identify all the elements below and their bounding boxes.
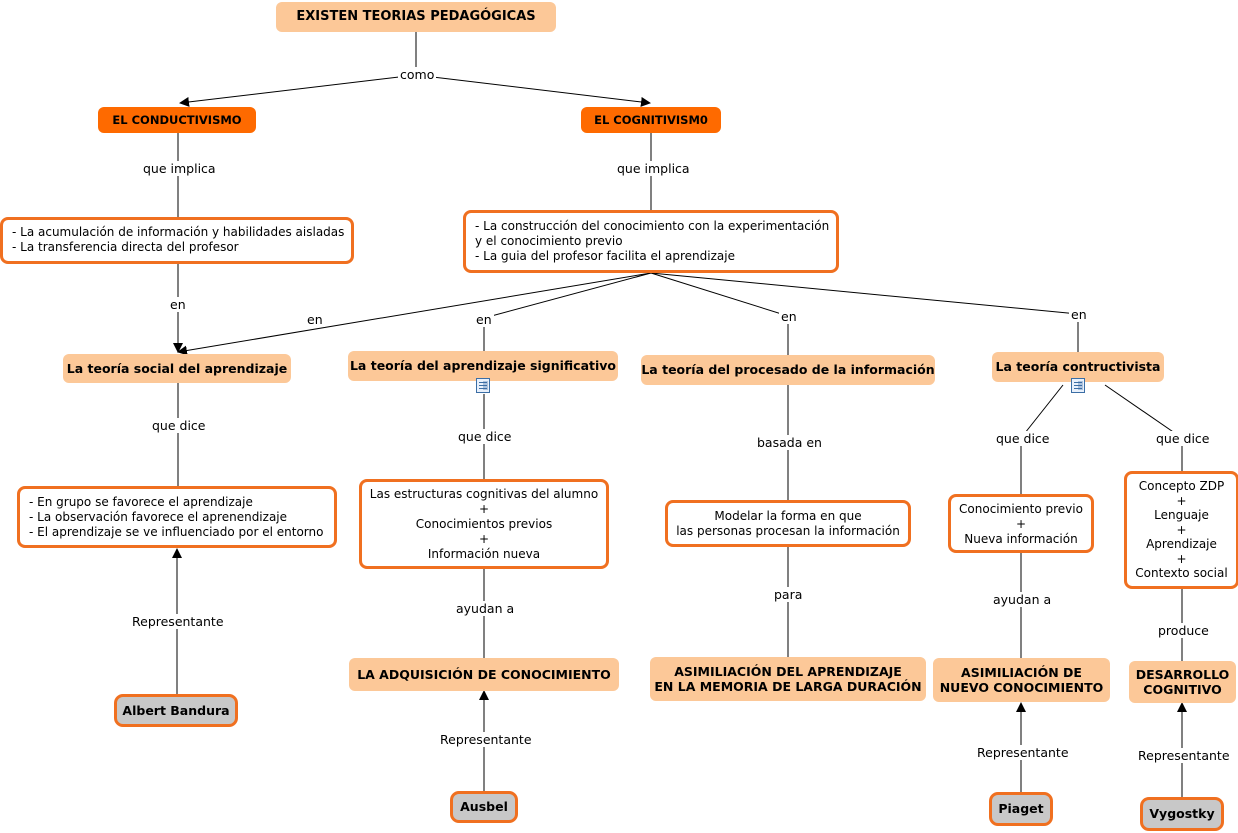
link-label-que-dice-1: que dice [150, 418, 208, 433]
desarrollo-cognitivo-node[interactable]: DESARROLLO COGNITIVO [1129, 661, 1236, 703]
asimilacion-nuevo-line-1: ASIMILIACIÓN DE [961, 665, 1082, 680]
root-concept[interactable]: EXISTEN TEORIAS PEDAGÓGICAS [276, 2, 556, 32]
link-label-como: como [398, 67, 437, 82]
root-concept-label: EXISTEN TEORIAS PEDAGÓGICAS [296, 9, 536, 24]
link-label-en-1: en [168, 297, 188, 312]
constructivista-dice2-line-6: + [1176, 551, 1187, 566]
significativo-dice-line-4: + [478, 532, 490, 546]
asimilacion-memoria-line-1: ASIMILIACIÓN DEL APRENDIZAJE [674, 664, 902, 679]
teoria-significativo-node[interactable]: La teoría del aprendizaje significativo [348, 351, 618, 381]
teoria-social-label: La teoría social del aprendizaje [66, 361, 288, 376]
link-label-que-implica-2: que implica [615, 161, 692, 176]
link-label-representante-3: Representante [975, 745, 1071, 760]
constructivista-dice-box-2[interactable]: Concepto ZDP + Lenguaje + Aprendizaje + … [1124, 471, 1238, 589]
teoria-constructivista-label: La teoría contructivista [995, 359, 1161, 374]
cognitivismo-implica-box[interactable]: - La construcción del conocimiento con l… [463, 210, 839, 273]
constructivista-dice1-line-3: Nueva información [964, 532, 1078, 546]
conductivismo-implica-line-2: - La transferencia directa del profesor [12, 240, 239, 254]
person-vygostky[interactable]: Vygostky [1140, 797, 1224, 831]
constructivista-dice1-line-1: Conocimiento previo [959, 502, 1083, 516]
link-label-ayudan-a-2: ayudan a [991, 592, 1054, 607]
link-label-para: para [772, 587, 805, 602]
desarrollo-line-2: COGNITIVO [1143, 682, 1222, 697]
person-vygostky-label: Vygostky [1149, 806, 1215, 821]
asimilacion-nuevo-node[interactable]: ASIMILIACIÓN DE NUEVO CONOCIMIENTO [933, 658, 1110, 702]
link-label-que-implica-1: que implica [141, 161, 218, 176]
asimilacion-nuevo-line-2: NUEVO CONOCIMIENTO [939, 680, 1104, 695]
link-label-representante-1: Representante [130, 614, 226, 629]
link-label-que-dice-4: que dice [1154, 431, 1212, 446]
social-dice-line-2: - La observación favorece el aprenendiza… [29, 510, 288, 524]
social-dice-line-3: - El aprendizaje se ve influenciado por … [29, 525, 324, 539]
person-piaget[interactable]: Piaget [989, 792, 1053, 826]
constructivista-dice2-line-4: + [1176, 522, 1187, 537]
procesado-basada-line-1: Modelar la forma en que [714, 509, 862, 523]
teoria-constructivista-node[interactable]: La teoría contructivista [992, 352, 1164, 382]
constructivista-dice2-line-2: + [1176, 493, 1187, 508]
asimilacion-memoria-line-2: EN LA MEMORIA DE LARGA DURACIÓN [654, 679, 922, 694]
procesado-basada-line-2: las personas procesan la información [676, 524, 900, 538]
link-label-representante-2: Representante [438, 732, 534, 747]
significativo-dice-line-2: + [478, 502, 490, 516]
link-label-basada-en: basada en [755, 435, 824, 450]
significativo-dice-line-3: Conocimientos previos [415, 517, 553, 531]
person-ausbel[interactable]: Ausbel [450, 791, 518, 823]
social-dice-box[interactable]: - En grupo se favorece el aprendizaje - … [17, 486, 337, 548]
significativo-dice-line-1: Las estructuras cognitivas del alumno [369, 487, 599, 501]
teoria-procesado-node[interactable]: La teoría del procesado de la informació… [641, 355, 935, 385]
constructivista-dice1-line-2: + [1015, 517, 1027, 531]
adquisicion-label: LA ADQUISICIÓN DE CONOCIMIENTO [357, 667, 611, 682]
link-label-que-dice-3: que dice [994, 431, 1052, 446]
teoria-social-node[interactable]: La teoría social del aprendizaje [63, 354, 291, 383]
constructivista-dice2-line-3: Lenguaje [1154, 508, 1209, 522]
constructivista-dice2-line-7: Contexto social [1135, 566, 1228, 580]
person-albert-bandura-label: Albert Bandura [122, 703, 230, 718]
cognitivismo-label: EL COGNITIVISM0 [594, 113, 708, 127]
link-label-que-dice-2: que dice [456, 429, 514, 444]
desarrollo-line-1: DESARROLLO [1135, 667, 1230, 682]
constructivista-dice-box-1[interactable]: Conocimiento previo + Nueva información [948, 494, 1094, 553]
document-icon[interactable] [1071, 378, 1085, 393]
link-label-en-2: en [305, 312, 325, 327]
link-label-representante-4: Representante [1136, 748, 1232, 763]
teoria-significativo-label: La teoría del aprendizaje significativo [349, 358, 617, 373]
cognitivismo-implica-line-1: - La construcción del conocimiento con l… [475, 219, 830, 233]
significativo-dice-line-5: Información nueva [427, 547, 541, 561]
person-piaget-label: Piaget [998, 801, 1044, 816]
link-label-en-5: en [1069, 307, 1089, 322]
teoria-procesado-label: La teoría del procesado de la informació… [641, 362, 935, 377]
significativo-dice-box[interactable]: Las estructuras cognitivas del alumno + … [359, 479, 609, 569]
social-dice-line-1: - En grupo se favorece el aprendizaje [29, 495, 253, 509]
document-icon[interactable] [476, 378, 490, 393]
constructivista-dice2-line-1: Concepto ZDP [1138, 479, 1225, 493]
adquisicion-node[interactable]: LA ADQUISICIÓN DE CONOCIMIENTO [349, 658, 619, 691]
procesado-basada-box[interactable]: Modelar la forma en que las personas pro… [665, 500, 911, 547]
person-ausbel-label: Ausbel [460, 799, 508, 814]
link-label-en-4: en [779, 309, 799, 324]
conductivismo-label: EL CONDUCTIVISMO [112, 113, 242, 127]
conductivismo-implica-line-1: - La acumulación de información y habili… [12, 225, 345, 239]
conductivismo-implica-box[interactable]: - La acumulación de información y habili… [0, 217, 354, 264]
link-label-en-3: en [474, 312, 494, 327]
asimilacion-memoria-node[interactable]: ASIMILIACIÓN DEL APRENDIZAJE EN LA MEMOR… [650, 657, 926, 701]
cognitivismo-implica-line-2: y el conocimiento previo [475, 234, 623, 248]
link-label-produce: produce [1156, 623, 1211, 638]
cognitivismo-implica-line-3: - La guia del profesor facilita el apren… [475, 249, 735, 263]
cognitivismo-node[interactable]: EL COGNITIVISM0 [581, 107, 721, 133]
link-label-ayudan-a-1: ayudan a [454, 601, 517, 616]
constructivista-dice2-line-5: Aprendizaje [1146, 537, 1217, 551]
conductivismo-node[interactable]: EL CONDUCTIVISMO [98, 107, 256, 133]
person-albert-bandura[interactable]: Albert Bandura [114, 694, 238, 727]
